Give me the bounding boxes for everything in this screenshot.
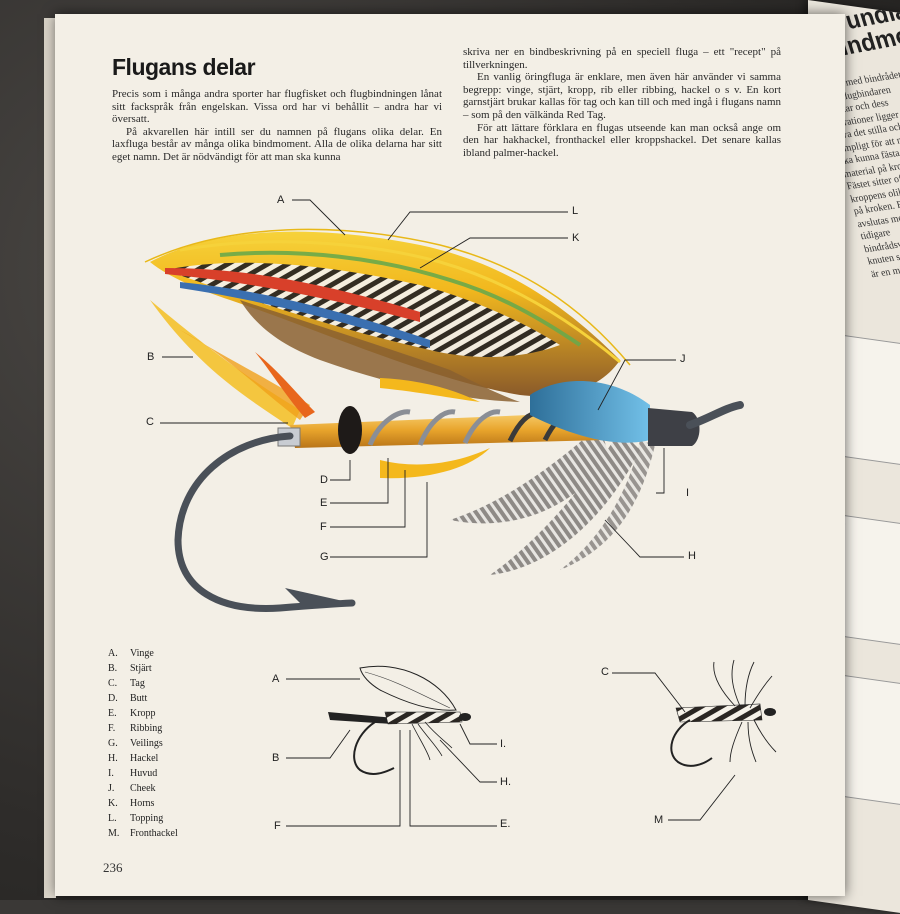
legend-item: C. Tag <box>108 676 178 691</box>
legend-item: A. Vinge <box>108 646 178 661</box>
veilings <box>380 448 490 479</box>
legend-name: Veilings <box>130 738 163 749</box>
paragraph: skriva ner en bindbeskrivning på en spec… <box>463 46 781 71</box>
book-page <box>55 14 845 896</box>
label-A: A <box>277 194 285 206</box>
legend-key: F. <box>108 723 116 734</box>
legend-name: Stjärt <box>130 663 152 674</box>
label-C: C <box>146 416 154 428</box>
page-edge <box>44 18 56 898</box>
hook-eye <box>686 401 744 429</box>
legend-name: Butt <box>130 693 148 704</box>
legend-key: A. <box>108 648 118 659</box>
hook <box>174 432 356 612</box>
legend-key: L. <box>108 813 117 824</box>
legend-key: C. <box>108 678 118 689</box>
hackle-hackel <box>450 425 655 575</box>
parts-legend: A. Vinge B. Stjärt C. Tag D. Butt E. Kropp F.… <box>108 646 178 841</box>
paragraph: En vanlig öringfluga är enklare, men äve… <box>463 71 781 121</box>
label-F: F <box>320 521 327 533</box>
legend-item: M. Fronthackel <box>108 826 178 841</box>
legend-key: M. <box>108 828 120 839</box>
label-I: I <box>686 487 690 499</box>
legend-item: D. Butt <box>108 691 178 706</box>
wing-vinge <box>144 228 631 402</box>
small-fly-1-leaders <box>286 678 497 827</box>
legend-name: Topping <box>130 813 164 824</box>
body-kropp <box>290 409 605 448</box>
cheek <box>530 381 650 443</box>
butt <box>338 406 362 454</box>
label-B: B <box>147 351 155 363</box>
leader-lines <box>160 199 684 558</box>
label-D: D <box>320 474 328 486</box>
small-label-M: M <box>654 814 664 826</box>
veilings-upper <box>380 378 480 402</box>
legend-name: Tag <box>130 678 145 689</box>
small-label-C: C <box>601 666 609 678</box>
legend-item: I. Huvud <box>108 766 178 781</box>
legend-key: G. <box>108 738 118 749</box>
small-fly-2 <box>670 659 777 767</box>
legend-name: Cheek <box>130 783 156 794</box>
page-number: 236 <box>103 860 123 875</box>
legend-name: Ribbing <box>130 723 163 734</box>
legend-name: Fronthackel <box>130 828 178 839</box>
legend-name: Huvud <box>130 768 158 779</box>
tail-stjart <box>150 300 315 428</box>
legend-key: E. <box>108 708 117 719</box>
legend-key: J. <box>108 783 115 794</box>
small-label-E: E. <box>500 818 511 830</box>
legend-item: K. Horns <box>108 796 178 811</box>
label-K: K <box>572 232 580 244</box>
head-huvud <box>648 408 700 446</box>
legend-item: E. Kropp <box>108 706 178 721</box>
page-title: Flugans delar <box>112 54 256 80</box>
small-fly-1 <box>328 665 471 775</box>
legend-item: F. Ribbing <box>108 721 178 736</box>
small-label-F: F <box>274 820 281 832</box>
hook-barb <box>285 588 352 603</box>
label-G: G <box>320 551 329 563</box>
small-label-H: H. <box>500 776 511 788</box>
legend-name: Vinge <box>130 648 154 659</box>
body-column-2: skriva ner en bindbeskrivning på en spec… <box>463 46 781 159</box>
body-column-1: Precis som i många andra sporter har flu… <box>112 88 442 164</box>
legend-key: H. <box>108 753 118 764</box>
small-label-A: A <box>272 673 280 685</box>
legend-name: Hackel <box>130 753 159 764</box>
legend-item: L. Topping <box>108 811 178 826</box>
legend-key: I. <box>108 768 114 779</box>
legend-name: Horns <box>130 798 155 809</box>
paragraph: Precis som i många andra sporter har flu… <box>112 88 442 126</box>
legend-key: B. <box>108 663 118 674</box>
legend-item: G. Veilings <box>108 736 178 751</box>
legend-key: D. <box>108 693 118 704</box>
label-L: L <box>572 205 579 217</box>
legend-item: H. Hackel <box>108 751 178 766</box>
legend-name: Kropp <box>130 708 156 719</box>
label-E: E <box>320 497 328 509</box>
legend-item: B. Stjärt <box>108 661 178 676</box>
paragraph: På akvarellen här intill ser du namnen p… <box>112 125 442 163</box>
paragraph: För att lättare förklara en flugas utsee… <box>463 121 781 159</box>
legend-key: K. <box>108 798 118 809</box>
small-fly-2-leaders <box>612 672 736 821</box>
small-label-I: I. <box>500 738 507 750</box>
legend-item: J. Cheek <box>108 781 178 796</box>
label-J: J <box>680 353 686 365</box>
label-H: H <box>688 550 696 562</box>
small-label-B: B <box>272 752 280 764</box>
